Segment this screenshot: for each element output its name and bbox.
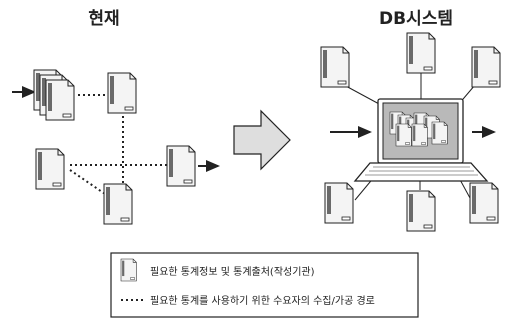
document-icon <box>324 182 354 224</box>
document-stack <box>33 69 75 121</box>
document-icon <box>406 190 436 232</box>
legend-document-icon <box>120 258 137 282</box>
db-system-group <box>320 32 501 232</box>
document-icon <box>107 72 137 114</box>
legend-path-label: 필요한 통계를 사용하기 위한 수요자의 수집/가공 경로 <box>150 294 375 307</box>
laptop-icon <box>353 98 489 182</box>
transition-arrow <box>233 109 291 171</box>
document-icon <box>35 148 65 190</box>
document-icon <box>103 183 133 225</box>
current-title: 현재 <box>88 9 119 29</box>
document-icon <box>166 145 196 187</box>
legend-doc-label: 필요한 통계정보 및 통계출처(작성기관) <box>150 266 315 278</box>
document-icon <box>320 46 350 88</box>
db-system-title: DB시스템 <box>379 9 453 29</box>
current-state-group <box>12 69 220 225</box>
legend-box <box>110 252 419 318</box>
collection-paths <box>69 94 169 197</box>
document-icon <box>469 182 499 224</box>
legend: 필요한 통계정보 및 통계출처(작성기관) 필요한 통계를 사용하기 위한 수요… <box>110 252 419 318</box>
document-icon <box>471 46 501 88</box>
document-icon <box>406 32 436 74</box>
